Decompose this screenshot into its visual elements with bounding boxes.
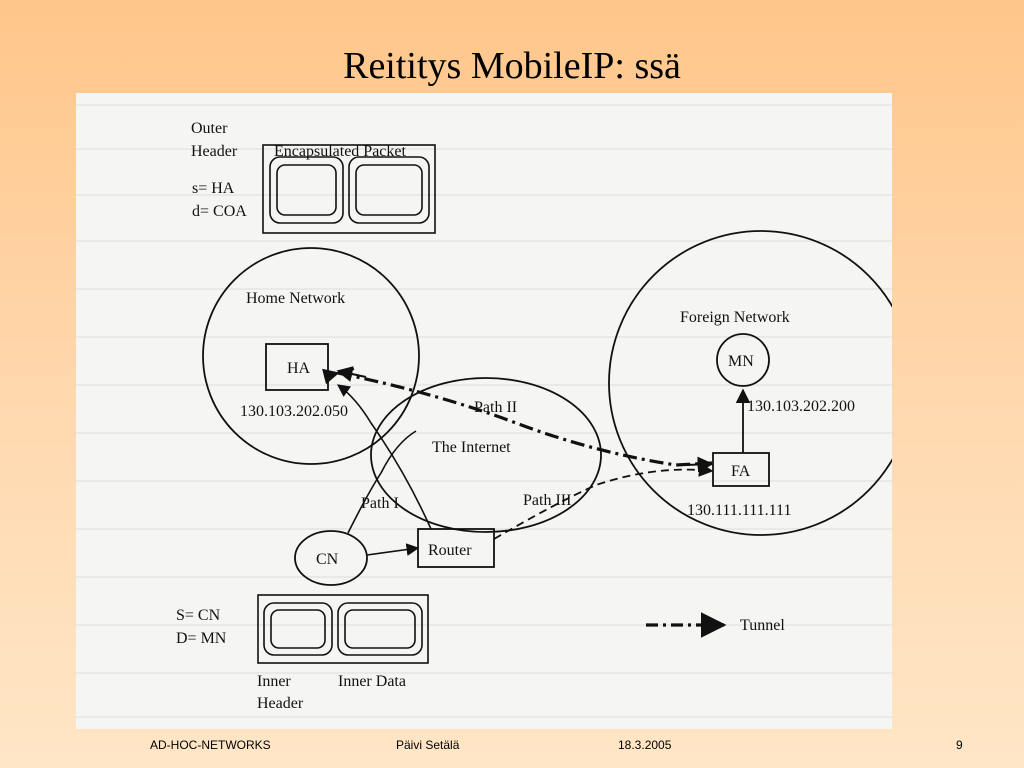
ha-address: 130.103.202.050 xyxy=(240,403,348,420)
path-1-label: Path I xyxy=(361,495,399,512)
packet-field xyxy=(263,602,333,656)
fa-address: 130.111.111.111 xyxy=(687,502,791,519)
encapsulated-packet xyxy=(262,144,436,234)
packet-field xyxy=(348,156,430,224)
fa-label: FA xyxy=(731,463,751,480)
ha-box xyxy=(265,343,329,391)
foreign-network-circle xyxy=(608,230,892,536)
router-label: Router xyxy=(428,542,472,559)
legend-tunnel-label: Tunnel xyxy=(740,617,785,634)
encapsulated-packet-label: Encapsulated Packet xyxy=(274,143,407,160)
outer-source-field: s= HA xyxy=(192,180,235,197)
packet-field xyxy=(269,156,344,224)
outer-header-label-2: Header xyxy=(191,143,238,160)
path-2-line xyxy=(336,384,432,530)
inner-header-label-1: Inner xyxy=(257,673,291,690)
tunnel-arrowhead-ha xyxy=(336,366,367,382)
internet-label: The Internet xyxy=(432,439,511,456)
tunnel-line xyxy=(337,371,713,467)
outer-header-label-1: Outer xyxy=(191,120,228,137)
path-1-line xyxy=(347,430,417,534)
outer-destination-field: d= COA xyxy=(192,203,247,220)
path-3-line xyxy=(493,462,714,540)
footer-date: 18.3.2005 xyxy=(618,738,672,752)
slide-title: Reititys MobileIP: ssä xyxy=(343,45,681,87)
mn-label: MN xyxy=(728,353,754,370)
routing-diagram: Outer Header Encapsulated Packet s= HA d… xyxy=(76,104,892,718)
footer-page-number: 9 xyxy=(956,738,963,752)
inner-packet xyxy=(257,594,429,664)
cn-circle xyxy=(294,530,368,586)
footer-course: AD-HOC-NETWORKS xyxy=(150,738,271,752)
home-network-label: Home Network xyxy=(246,290,345,307)
internet-ellipse xyxy=(370,377,602,533)
mn-circle xyxy=(716,333,770,387)
foreign-network-label: Foreign Network xyxy=(680,309,790,326)
inner-source-field: S= CN xyxy=(176,607,221,624)
path-3-label: Path III xyxy=(523,492,571,509)
cn-label: CN xyxy=(316,551,339,568)
mobile-ip-routing-figure: Outer Header Encapsulated Packet s= HA d… xyxy=(76,93,892,729)
inner-header-label-2: Header xyxy=(257,695,304,712)
ha-label: HA xyxy=(287,360,311,377)
mn-address: 130.103.202.200 xyxy=(747,398,855,415)
path-2-label: Path II xyxy=(474,399,517,416)
home-network-circle xyxy=(202,247,420,465)
footer-author: Päivi Setälä xyxy=(396,738,460,752)
tunnel-arrowhead-fa xyxy=(685,456,714,473)
cn-to-router-line xyxy=(366,543,420,556)
inner-destination-field: D= MN xyxy=(176,630,227,647)
packet-field xyxy=(337,602,423,656)
inner-data-label: Inner Data xyxy=(338,673,406,690)
